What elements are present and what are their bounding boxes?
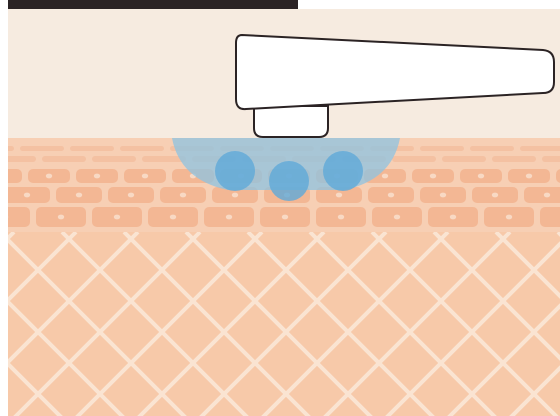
epidermis-stripe bbox=[70, 146, 114, 151]
cell-nucleus bbox=[94, 174, 100, 179]
cell-nucleus bbox=[24, 193, 30, 198]
device-head bbox=[254, 106, 328, 137]
epidermis-stripe bbox=[442, 156, 486, 162]
cell-nucleus bbox=[232, 193, 238, 198]
epidermis-stripe bbox=[92, 156, 136, 162]
cell-nucleus bbox=[142, 174, 148, 179]
cell-nucleus bbox=[170, 215, 176, 220]
cell-nucleus bbox=[492, 193, 498, 198]
cell-nucleus bbox=[336, 193, 342, 198]
cell-nucleus bbox=[430, 174, 436, 179]
cell-nucleus bbox=[506, 215, 512, 220]
epidermis-cell bbox=[540, 207, 560, 227]
cell-nucleus bbox=[226, 215, 232, 220]
epidermis-stripe bbox=[20, 146, 64, 151]
cell-nucleus bbox=[46, 174, 52, 179]
cell-nucleus bbox=[388, 193, 394, 198]
epidermis-stripe bbox=[492, 156, 536, 162]
cell-nucleus bbox=[128, 193, 134, 198]
cell-nucleus bbox=[450, 215, 456, 220]
cell-nucleus bbox=[76, 193, 82, 198]
cell-nucleus bbox=[478, 174, 484, 179]
cell-nucleus bbox=[180, 193, 186, 198]
cell-nucleus bbox=[440, 193, 446, 198]
cell-nucleus bbox=[394, 215, 400, 220]
energy-bubble-icon bbox=[323, 151, 363, 191]
epidermis-stripe bbox=[392, 156, 436, 162]
cell-nucleus bbox=[114, 215, 120, 220]
epidermis-stripe bbox=[470, 146, 514, 151]
epidermis-cell bbox=[524, 187, 560, 203]
epidermis-stripe bbox=[420, 146, 464, 151]
cell-nucleus bbox=[382, 174, 388, 179]
cell-nucleus bbox=[338, 215, 344, 220]
cell-nucleus bbox=[544, 193, 550, 198]
cell-nucleus bbox=[282, 215, 288, 220]
epidermis-stripe bbox=[520, 146, 560, 151]
epidermis-stripe bbox=[120, 146, 164, 151]
energy-bubble-icon bbox=[215, 151, 255, 191]
epidermis-stripe bbox=[42, 156, 86, 162]
top-dark-bar bbox=[8, 0, 298, 9]
cell-nucleus bbox=[526, 174, 532, 179]
epidermis-stripe bbox=[542, 156, 560, 162]
energy-bubble-icon bbox=[269, 161, 309, 201]
cell-nucleus bbox=[58, 215, 64, 220]
